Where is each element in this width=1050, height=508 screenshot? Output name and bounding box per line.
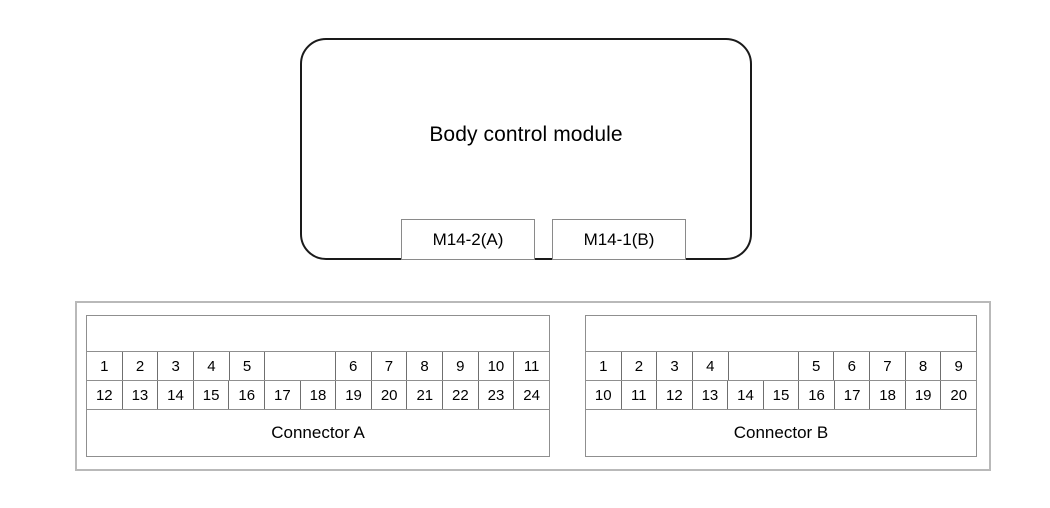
pin-cell-18[interactable]: 18 <box>870 381 906 409</box>
pin-cell-3[interactable]: 3 <box>657 352 693 380</box>
pin-cell-23[interactable]: 23 <box>478 381 515 409</box>
pin-cell-16[interactable]: 16 <box>799 381 835 409</box>
connector-b-label: Connector B <box>733 423 829 442</box>
pin-cell-1[interactable]: 1 <box>586 352 622 380</box>
pin-cell-13[interactable]: 13 <box>692 381 729 409</box>
pin-cell-22[interactable]: 22 <box>443 381 479 409</box>
pin-cell-14[interactable]: 14 <box>158 381 194 409</box>
pin-cell-2[interactable]: 2 <box>122 352 159 380</box>
pin-cell-8[interactable]: 8 <box>407 352 443 380</box>
connector-a-blank-band <box>87 316 549 352</box>
pin-cell-20[interactable]: 20 <box>941 381 977 409</box>
pin-cell-5[interactable]: 5 <box>798 352 835 380</box>
pin-cell-13[interactable]: 13 <box>122 381 159 409</box>
pin-cell-12[interactable]: 12 <box>657 381 693 409</box>
pin-cell-blank <box>728 352 799 380</box>
port-m14-1-b[interactable]: M14-1(B) <box>552 219 686 260</box>
pin-cell-8[interactable]: 8 <box>905 352 942 380</box>
pin-cell-6[interactable]: 6 <box>335 352 372 380</box>
pin-cell-17[interactable]: 17 <box>265 381 301 409</box>
port-m14-2-a[interactable]: M14-2(A) <box>401 219 535 260</box>
pin-cell-17[interactable]: 17 <box>834 381 871 409</box>
connector-b-blank-band <box>586 316 976 352</box>
pin-cell-11[interactable]: 11 <box>621 381 658 409</box>
pin-cell-19[interactable]: 19 <box>905 381 942 409</box>
pin-cell-15[interactable]: 15 <box>763 381 800 409</box>
pin-cell-1[interactable]: 1 <box>87 352 123 380</box>
pin-cell-19[interactable]: 19 <box>336 381 372 409</box>
pin-cell-3[interactable]: 3 <box>158 352 195 380</box>
pin-cell-11[interactable]: 11 <box>514 352 549 380</box>
pin-cell-5[interactable]: 5 <box>229 352 266 380</box>
pin-cell-10[interactable]: 10 <box>586 381 622 409</box>
pin-cell-21[interactable]: 21 <box>407 381 444 409</box>
pin-cell-16[interactable]: 16 <box>229 381 266 409</box>
pin-cell-14[interactable]: 14 <box>728 381 764 409</box>
pin-cell-2[interactable]: 2 <box>621 352 658 380</box>
pin-cell-9[interactable]: 9 <box>941 352 977 380</box>
pin-cell-15[interactable]: 15 <box>193 381 230 409</box>
pin-cell-4[interactable]: 4 <box>692 352 729 380</box>
pin-cell-24[interactable]: 24 <box>514 381 549 409</box>
pin-cell-10[interactable]: 10 <box>478 352 515 380</box>
pin-cell-18[interactable]: 18 <box>300 381 337 409</box>
pin-cell-4[interactable]: 4 <box>194 352 230 380</box>
pin-cell-7[interactable]: 7 <box>870 352 906 380</box>
pin-cell-6[interactable]: 6 <box>834 352 871 380</box>
pin-cell-20[interactable]: 20 <box>371 381 408 409</box>
connector-a-label: Connector A <box>271 423 365 442</box>
pin-cell-9[interactable]: 9 <box>442 352 479 380</box>
pin-cell-7[interactable]: 7 <box>371 352 408 380</box>
pin-cell-12[interactable]: 12 <box>87 381 123 409</box>
module-title: Body control module <box>429 123 623 146</box>
pin-cell-blank <box>265 352 336 380</box>
